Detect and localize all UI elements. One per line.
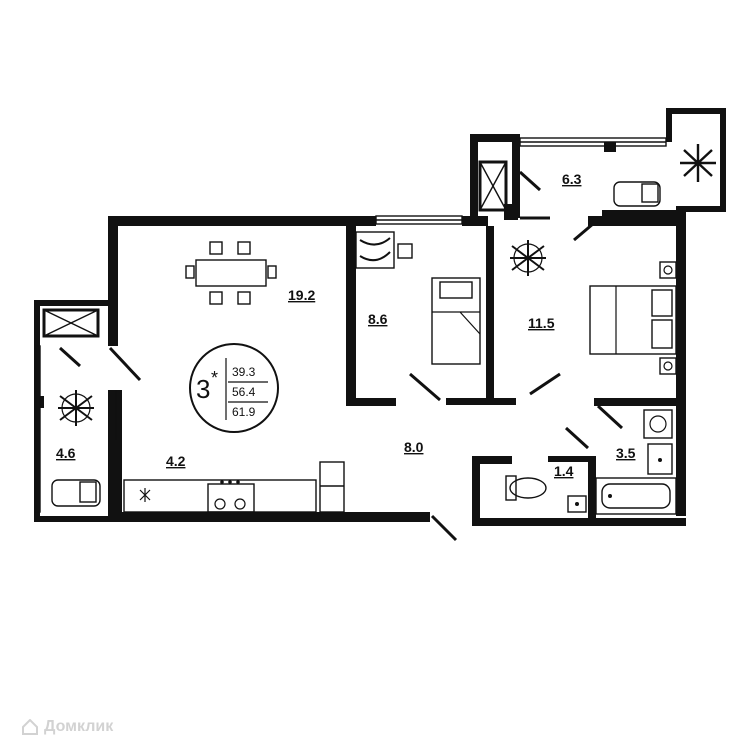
windows: [35, 137, 667, 513]
total-area-value: 56.4: [232, 385, 256, 399]
watermark: Домклик: [22, 718, 113, 736]
desk-icon: [355, 231, 413, 269]
total-area-with-balconies-value: 61.9: [232, 405, 256, 419]
watermark-text: Домклик: [44, 718, 114, 735]
socket-icon: [659, 261, 677, 375]
armchair-icon: [613, 181, 661, 207]
room-count: 3: [196, 374, 210, 404]
room-area-loggia-left: 4.6: [56, 445, 76, 461]
ventilation-shaft-icon: [42, 308, 100, 338]
dining-table-icon: [185, 241, 277, 305]
room-area-toilet: 1.4: [554, 463, 574, 479]
washing-machine-icon: [643, 409, 673, 439]
toilet-icon: [505, 475, 547, 501]
doors: [58, 170, 624, 542]
room-area-bathroom: 3.5: [616, 445, 636, 461]
bathtub-icon: [595, 477, 677, 515]
room-area-hallway: 8.0: [404, 439, 424, 455]
room-area-kitchen: 4.2: [166, 453, 186, 469]
sink-icon: [647, 443, 673, 475]
fridge-icon: [319, 461, 345, 513]
room-area-bedroom-large: 11.5: [528, 315, 555, 331]
room-area-living-room: 19.2: [288, 287, 315, 303]
area-summary-badge: 3 * 39.3 56.4 61.9: [189, 343, 279, 433]
sink-icon: [567, 495, 587, 513]
stove-icon: [207, 480, 255, 513]
double-bed-icon: [589, 285, 677, 355]
room-mark: *: [211, 368, 218, 388]
bed-icon: [431, 277, 481, 365]
living-area-value: 39.3: [232, 365, 256, 379]
kitchen-counter-icon: [123, 479, 317, 513]
plant-icon: [510, 240, 546, 276]
armchair-icon: [51, 479, 101, 507]
room-area-bedroom-small: 8.6: [368, 311, 388, 327]
ventilation-shaft-icon: [478, 160, 508, 212]
plant-icon: [680, 144, 716, 182]
house-logo-icon: [22, 719, 38, 735]
room-area-balcony-top: 6.3: [562, 171, 582, 187]
walls: [34, 108, 726, 526]
plant-icon: [58, 390, 94, 426]
